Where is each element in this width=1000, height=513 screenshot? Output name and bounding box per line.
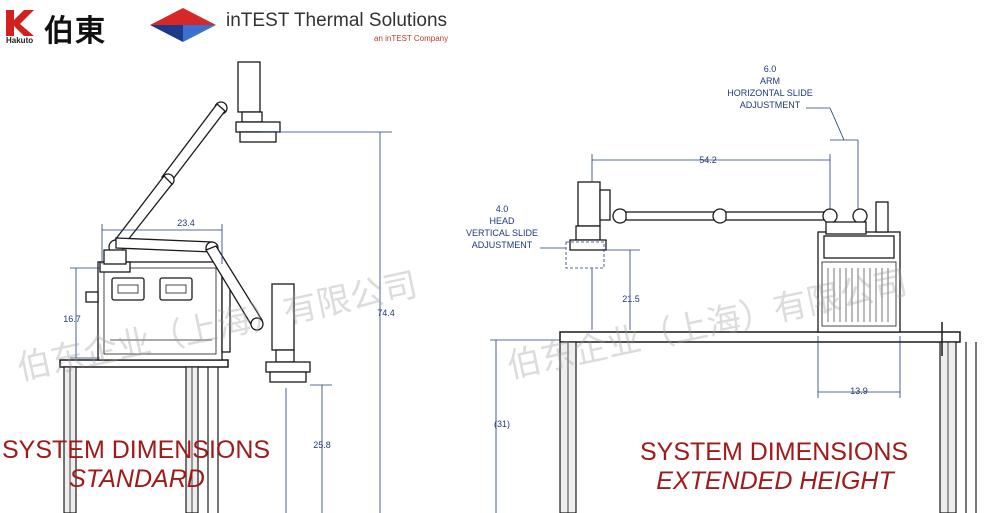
extended-dimensions <box>490 107 901 513</box>
head-adjust-line1: HEAD <box>489 216 515 226</box>
hakuto-logo: Hakuto 伯東 <box>4 6 124 49</box>
base-width-label: 13.9 <box>850 386 868 396</box>
standard-total-height-label: 74.4 <box>377 308 395 318</box>
hakuto-kanji: 伯東 <box>44 14 106 49</box>
intest-diamond-icon <box>150 8 216 42</box>
intest-logo: inTEST Thermal Solutions an inTEST Compa… <box>150 8 460 48</box>
arm-adjust-value: 6.0 <box>764 64 777 74</box>
standard-table <box>59 359 229 513</box>
arm-adjust-line2: HORIZONTAL SLIDE <box>727 88 813 98</box>
extended-caption: SYSTEM DIMENSIONS EXTENDED HEIGHT <box>640 438 910 496</box>
table-height-label: (31) <box>494 419 510 429</box>
intest-name: inTEST Thermal Solutions <box>226 10 448 31</box>
extended-arm <box>569 181 868 251</box>
intest-tagline: an inTEST Company <box>374 34 449 43</box>
extended-table <box>559 322 977 513</box>
standard-head-height-label: 25.8 <box>313 440 331 450</box>
standard-base-height-label: 16.7 <box>63 314 81 324</box>
standard-arm <box>103 61 311 383</box>
head-adjust-value: 4.0 <box>496 204 509 214</box>
standard-caption-line2: STANDARD <box>69 465 205 493</box>
extended-caption-line2: EXTENDED HEIGHT <box>656 467 894 495</box>
arm-adjust-line3: ADJUSTMENT <box>740 100 801 110</box>
extended-chiller-unit <box>817 201 901 333</box>
head-to-table-label: 21.5 <box>622 294 640 304</box>
standard-chiller-unit <box>85 261 231 361</box>
standard-dimensions <box>70 131 392 513</box>
arm-adjust-line1: ARM <box>760 76 780 86</box>
standard-arm-width-label: 23.4 <box>177 218 195 228</box>
head-adjust-line2: VERTICAL SLIDE <box>466 228 538 238</box>
extended-arm-reach-label: 54.2 <box>699 155 717 165</box>
head-adjust-line3: ADJUSTMENT <box>472 240 533 250</box>
hakuto-wordmark: Hakuto <box>6 36 34 45</box>
standard-caption-line1: SYSTEM DIMENSIONS <box>2 436 271 464</box>
standard-caption: SYSTEM DIMENSIONS STANDARD <box>2 436 272 494</box>
hakuto-mark-icon <box>6 10 34 36</box>
extended-caption-line1: SYSTEM DIMENSIONS <box>640 438 909 466</box>
